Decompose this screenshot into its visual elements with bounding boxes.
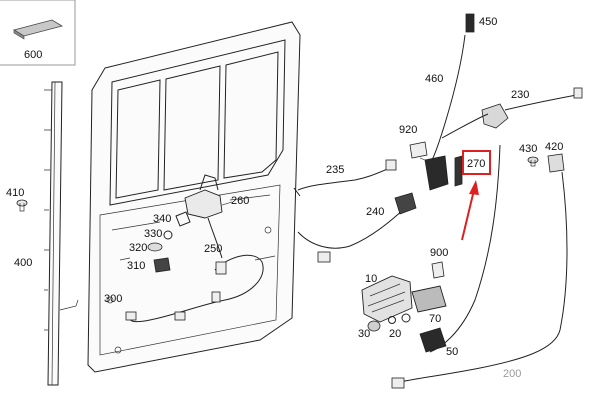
callout-300: 300 — [104, 293, 122, 305]
highlight-arrow — [461, 180, 479, 241]
module-900 — [411, 261, 447, 313]
screw-70 — [401, 313, 411, 323]
callout-235: 235 — [326, 164, 344, 176]
callout-420: 420 — [545, 141, 563, 153]
callout-310: 310 — [127, 260, 145, 272]
callout-200: 200 — [503, 368, 521, 380]
callout-430: 430 — [519, 143, 537, 155]
bolt-430 — [527, 156, 539, 167]
bracket-420 — [547, 153, 565, 173]
motor-50 — [419, 327, 447, 353]
callout-920: 920 — [399, 124, 417, 136]
callout-240: 240 — [366, 206, 384, 218]
lock-assembly-10 — [361, 275, 413, 323]
inner-lock-260 — [184, 174, 233, 219]
bushing-30 — [367, 320, 381, 332]
callout-400: 400 — [14, 257, 32, 269]
screw-410 — [16, 199, 28, 212]
callout-410: 410 — [6, 187, 24, 199]
callout-70: 70 — [429, 313, 441, 325]
callout-230: 230 — [511, 89, 529, 101]
callout-30: 30 — [358, 328, 370, 340]
rear-lock-230 — [441, 87, 583, 139]
screw-20 — [388, 316, 396, 324]
switch-310 — [153, 257, 171, 273]
callout-320: 320 — [129, 242, 147, 254]
callout-20: 20 — [389, 328, 401, 340]
part-270 — [454, 155, 463, 187]
bushing-320 — [147, 242, 163, 252]
callout-460: 460 — [425, 73, 443, 85]
highlight-box-270 — [462, 150, 491, 175]
trim-strip-400 — [44, 81, 79, 386]
callout-10: 10 — [365, 273, 377, 285]
cable-235 — [293, 159, 397, 197]
inset-box-600 — [0, 0, 76, 66]
cable-460 — [431, 34, 466, 161]
callout-260: 260 — [231, 195, 249, 207]
callout-450: 450 — [479, 16, 497, 28]
callout-270: 270 — [467, 158, 485, 170]
callout-50: 50 — [446, 346, 458, 358]
clip-340 — [175, 211, 191, 227]
rod-250 — [207, 217, 227, 275]
actuator-450 — [465, 13, 475, 33]
harness-300 — [125, 254, 264, 323]
callout-600: 600 — [24, 49, 42, 61]
lock-920 — [409, 141, 449, 191]
rod-200 — [391, 144, 568, 389]
callout-340: 340 — [153, 213, 171, 225]
cable-240 — [297, 192, 417, 263]
washer-330 — [163, 230, 173, 240]
callout-250: 250 — [204, 243, 222, 255]
callout-330: 330 — [144, 228, 162, 240]
callout-900: 900 — [430, 247, 448, 259]
